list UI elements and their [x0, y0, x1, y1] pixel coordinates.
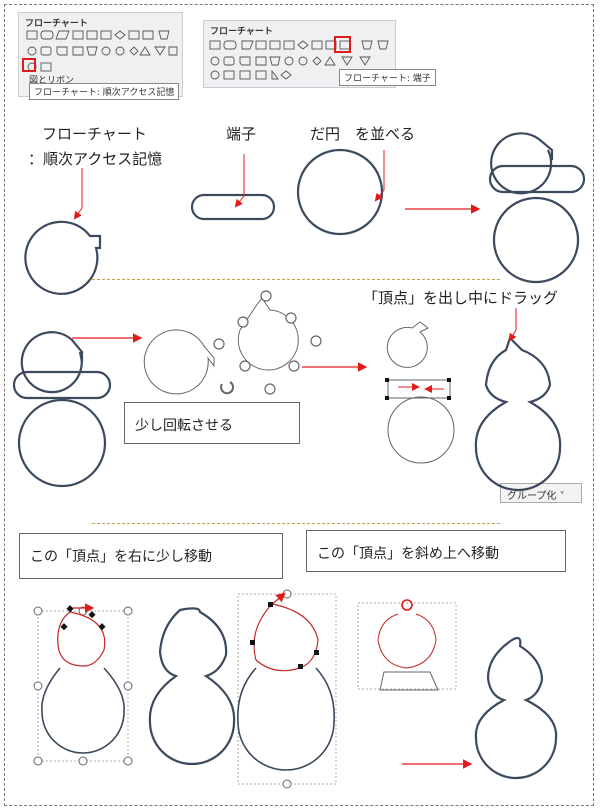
gourd-head-outline	[386, 321, 429, 368]
gourd-final	[474, 636, 558, 780]
gourd-head-red	[57, 611, 106, 667]
label-ellipse: だ円 を並べる	[310, 125, 416, 143]
gourd-body	[492, 196, 580, 284]
tooltip-seq-access-storage: フローチャート: 順次アクセス記憶	[29, 83, 180, 100]
callout-move-right: この「頂点」を右に少し移動	[19, 533, 283, 579]
gourd-body	[17, 398, 107, 488]
selection-handles	[213, 290, 322, 395]
rotated-shape	[237, 297, 299, 371]
callout-rotate: 少し回転させる	[124, 402, 300, 444]
terminal-shape	[190, 193, 276, 221]
gourd-body	[237, 667, 335, 771]
flowchart-shape-gallery[interactable]	[204, 21, 397, 89]
gourd-head	[490, 132, 554, 195]
label-flowchart: フローチャート	[42, 125, 147, 143]
pointer-arrow	[73, 168, 83, 220]
gourd-result	[474, 335, 562, 492]
gourd-head-red	[253, 603, 319, 672]
ribbon-header: フローチャート	[25, 19, 88, 29]
seq-access-shape-outline	[143, 329, 215, 395]
rotate-handle-icon	[220, 381, 235, 395]
label-vertex-drag: 「頂点」を出し中にドラッグ	[363, 289, 559, 307]
selection-handle	[282, 779, 292, 789]
callout-move-diag: この「頂点」を斜め上へ移動	[306, 530, 566, 572]
terminal-icon-highlight[interactable]	[334, 36, 351, 53]
gourd-band	[12, 370, 112, 400]
separator-1	[92, 279, 500, 280]
moved-vertex-highlight	[401, 599, 413, 611]
label-seq-access: ：順次アクセス記憶	[28, 150, 163, 168]
gourd-shape	[148, 607, 236, 766]
ribbon-section-label: 図とリボン	[29, 76, 75, 86]
selection-handles	[33, 606, 133, 766]
label-terminal: 端子	[226, 125, 257, 143]
tooltip-terminal: フローチャート: 端子	[339, 69, 436, 86]
seq-access-storage-icon-highlight[interactable]	[22, 58, 36, 72]
content-frame	[4, 4, 594, 806]
gourd-band	[488, 164, 586, 194]
gourd-head-red	[377, 613, 437, 669]
flowchart-shape-gallery[interactable]	[19, 13, 184, 98]
pointer-arrow	[374, 150, 385, 202]
pointer-arrow	[234, 154, 245, 208]
vertex-points	[385, 378, 451, 400]
seq-access-storage-shape	[24, 220, 102, 295]
selection-box	[357, 602, 457, 690]
gourd-head	[20, 331, 84, 394]
ribbon-header: フローチャート	[210, 27, 273, 37]
selection-handle	[282, 589, 292, 599]
band-outline	[387, 379, 451, 399]
ellipse-shape	[296, 148, 384, 236]
band-outline	[379, 671, 439, 691]
separator-2	[92, 523, 500, 524]
gourd-body	[41, 667, 125, 754]
body-outline	[387, 396, 455, 464]
pointer-arrow	[508, 308, 517, 342]
ribbon-shapes-right: フローチャート フローチャート: 端子	[203, 20, 436, 89]
ribbon-shapes-left: フローチャート 図とリボン フローチャート: 順次アクセス記憶	[18, 12, 184, 100]
vertex-points	[250, 602, 319, 669]
